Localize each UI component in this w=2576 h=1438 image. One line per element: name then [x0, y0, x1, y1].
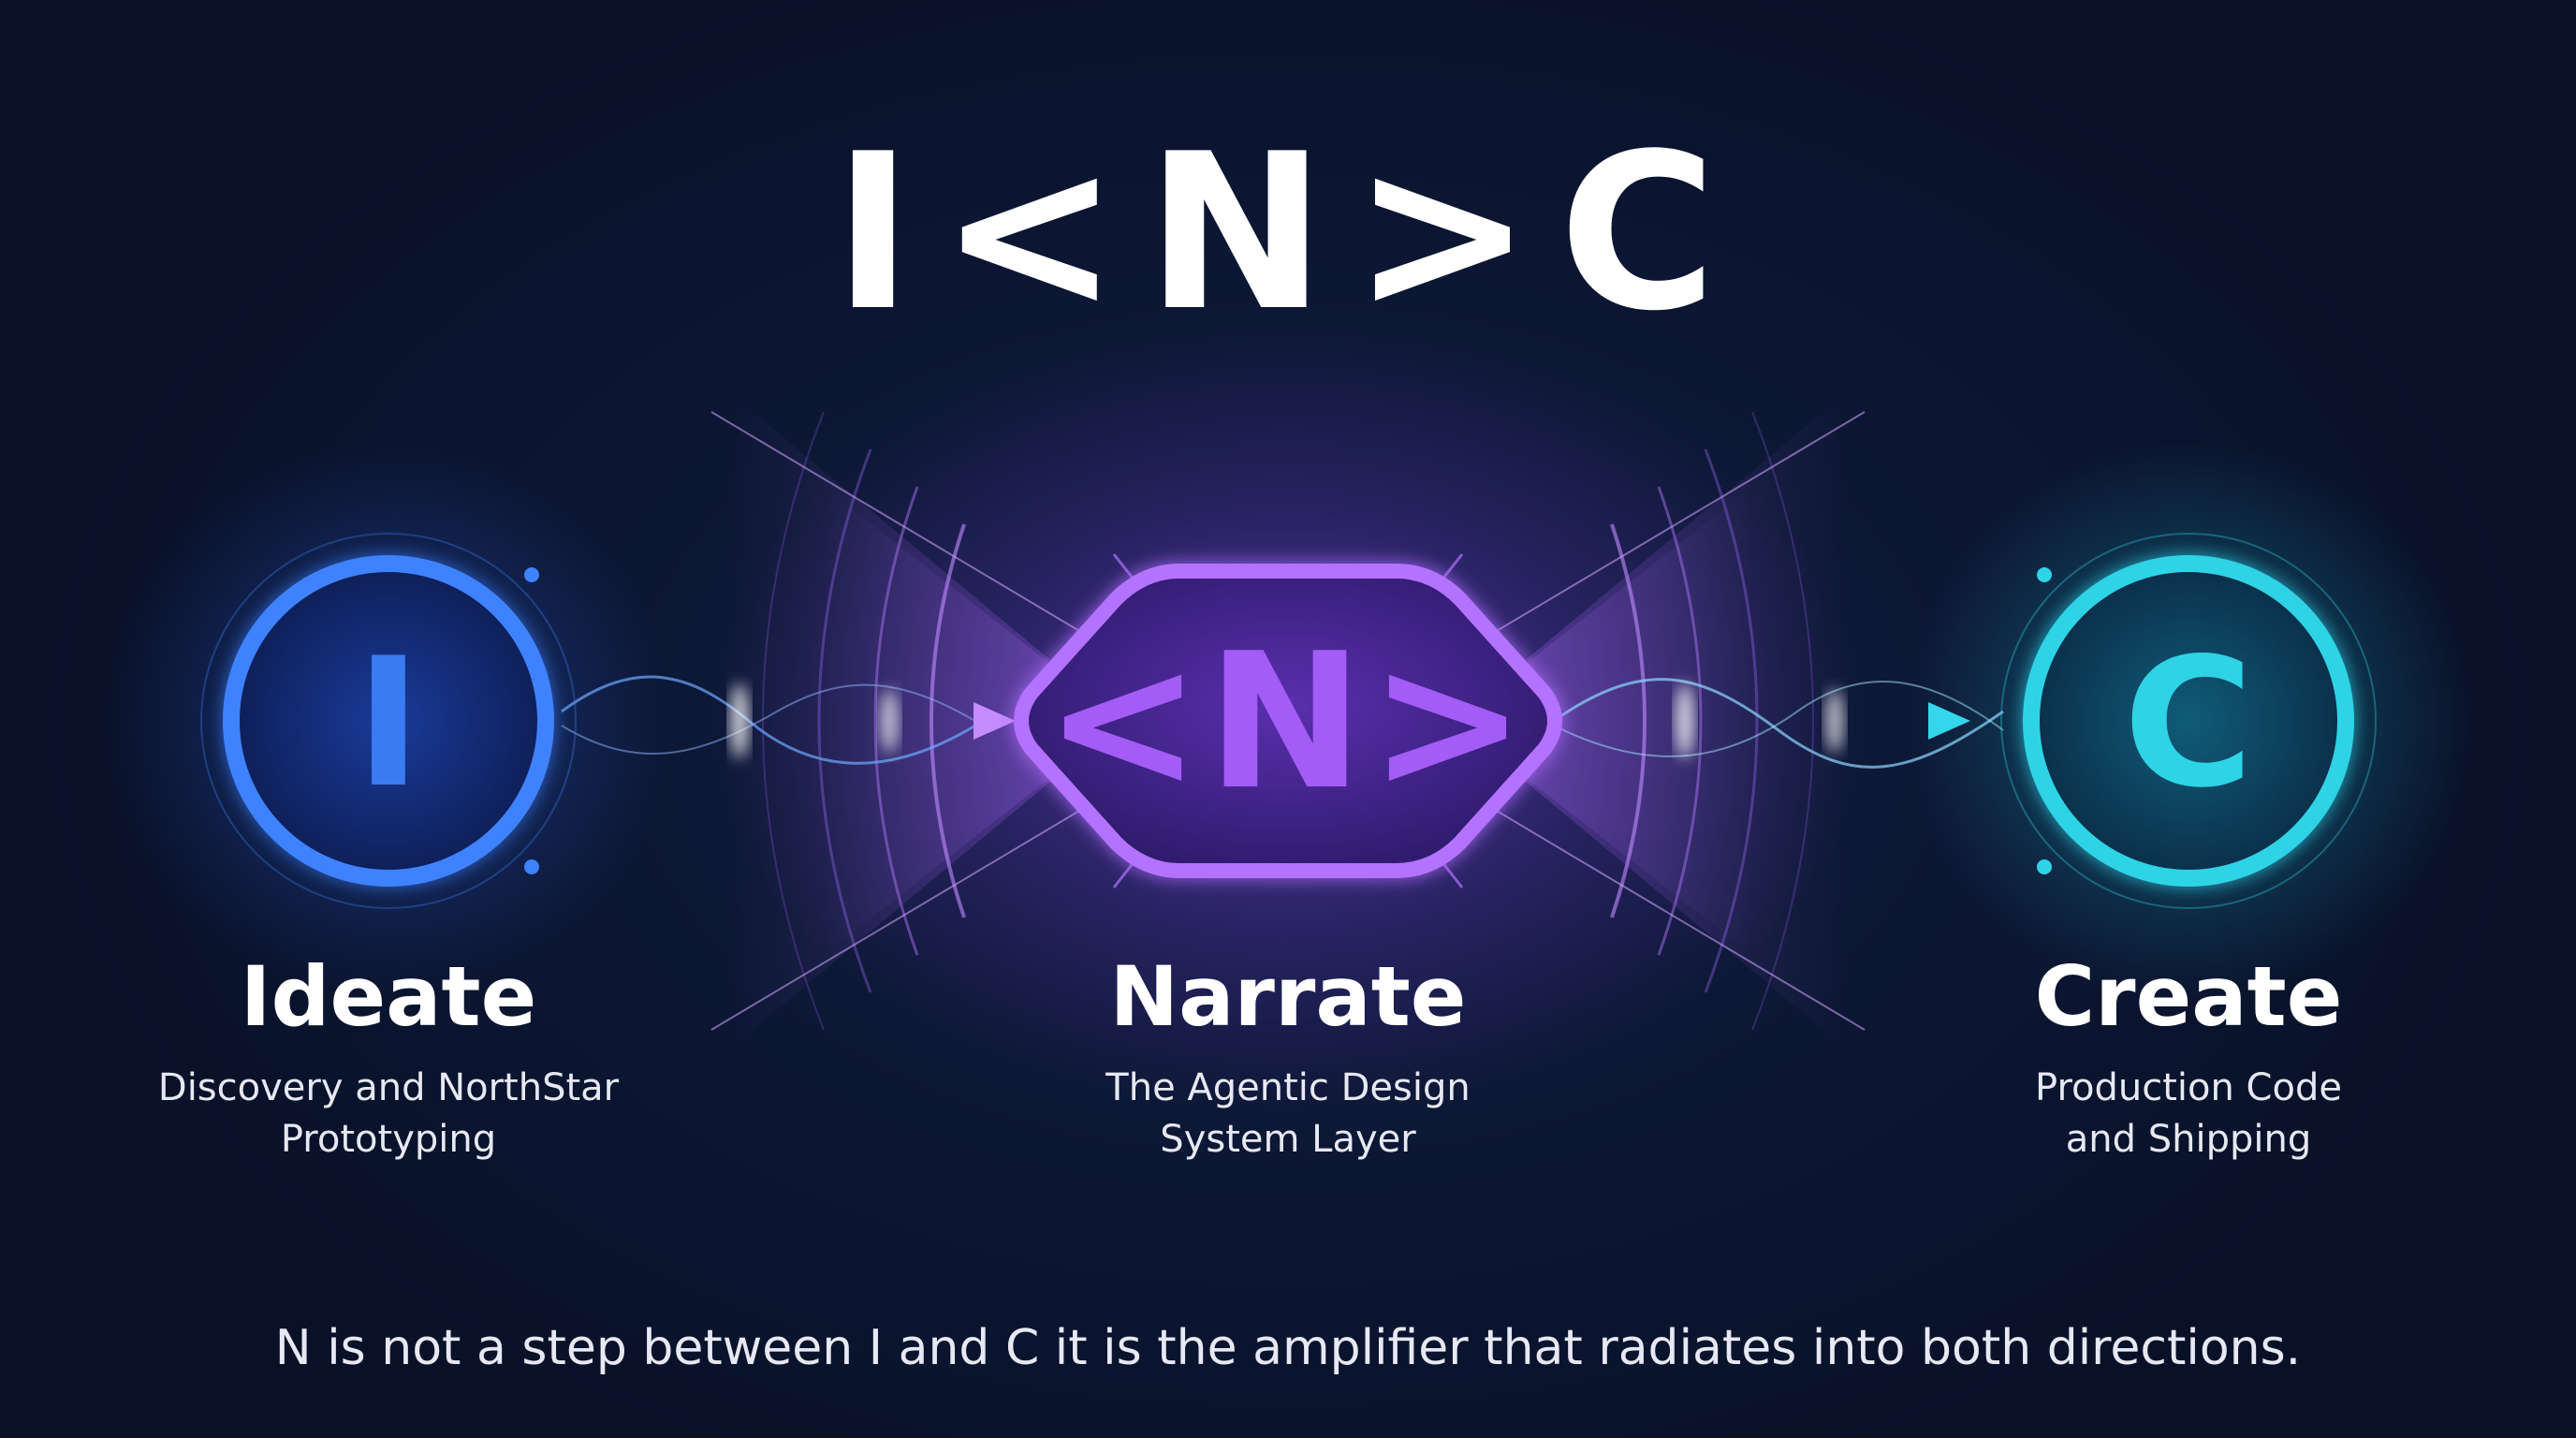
beam-ideate-to-narrate — [561, 675, 1016, 765]
create-description-line: and Shipping — [2065, 1118, 2312, 1161]
narrate-description-line: System Layer — [1160, 1118, 1416, 1161]
ideate-node: I — [200, 533, 577, 909]
create-letter: C — [2123, 620, 2253, 827]
create-node: C — [2000, 533, 2377, 909]
page-title: I<N>C — [832, 109, 1744, 359]
beam-narrate-to-create — [1553, 678, 2004, 769]
ideate-description-line: Prototyping — [280, 1118, 497, 1161]
narrate-node: <N> — [1011, 553, 1565, 888]
create-description: Production Code and Shipping — [1861, 1063, 2516, 1166]
create-description-line: Production Code — [2035, 1066, 2342, 1109]
narrate-description: The Agentic Design System Layer — [960, 1063, 1616, 1166]
narrate-description-line: The Agentic Design — [1105, 1066, 1471, 1109]
create-title: Create — [2034, 948, 2343, 1045]
ideate-description-line: Discovery and NorthStar — [157, 1066, 620, 1109]
narrate-letter: <N> — [1045, 613, 1532, 831]
ideate-description: Discovery and NorthStar Prototyping — [61, 1063, 716, 1166]
ideate-title: Ideate — [240, 948, 537, 1045]
ideate-letter: I — [356, 620, 422, 827]
narrate-title: Narrate — [1109, 948, 1467, 1045]
footer-caption: N is not a step between I and C it is th… — [274, 1320, 2302, 1376]
